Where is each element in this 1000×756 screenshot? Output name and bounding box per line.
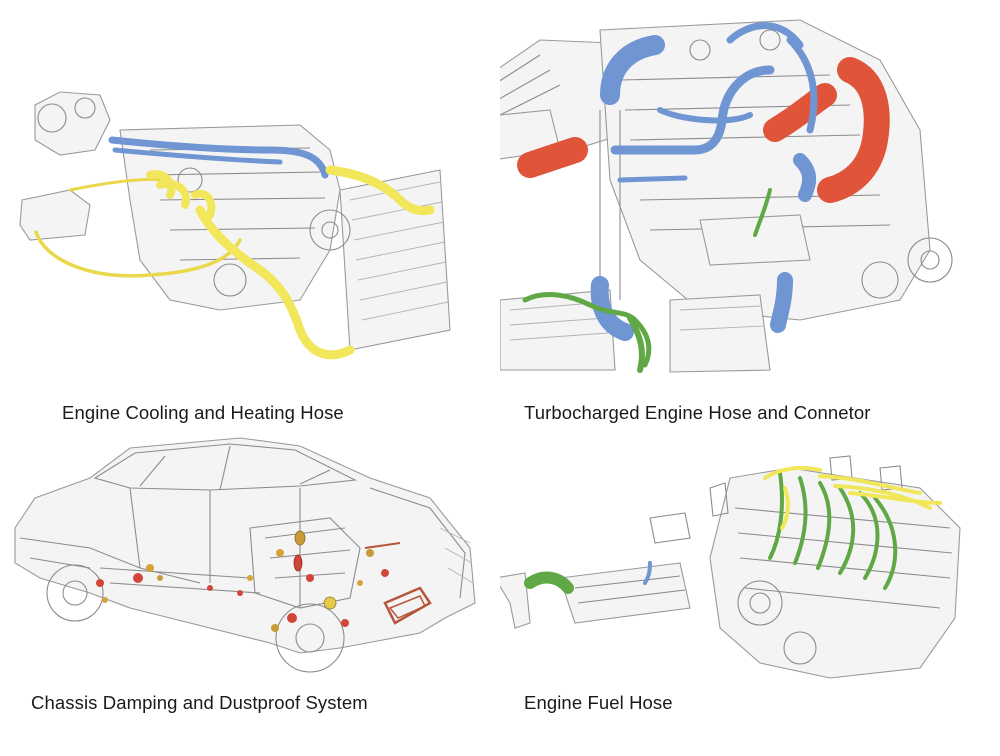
- cooling-hose-illustration: [19, 91, 451, 360]
- cooling-hose-panel: [0, 0, 500, 378]
- fuel-hose-panel: [500, 378, 1000, 756]
- caption-chassis-damping: Chassis Damping and Dustproof System: [31, 692, 368, 713]
- red-turbo-hoses: [517, 57, 890, 203]
- engine-block-outline: [500, 19, 953, 373]
- chassis-car-illustration: [14, 437, 476, 673]
- chassis-panel: [0, 378, 500, 756]
- fuel-hose-illustration: [500, 455, 961, 679]
- engine-block-outline: [19, 91, 451, 351]
- green-turbo-hoses: [522, 188, 772, 373]
- blue-fuel-hose: [643, 561, 652, 585]
- engine-block-outline: [500, 455, 961, 679]
- caption-fuel-hose: Engine Fuel Hose: [524, 692, 673, 713]
- blue-turbo-hoses: [590, 22, 818, 341]
- caption-cooling-hose: Engine Cooling and Heating Hose: [62, 402, 344, 423]
- green-fuel-hoses: [524, 471, 898, 594]
- caption-turbo-hose: Turbocharged Engine Hose and Connetor: [524, 402, 871, 423]
- yellow-fuel-hoses: [763, 466, 942, 530]
- yellow-coolant-hoses: [34, 165, 435, 360]
- engine-components: [96, 517, 432, 632]
- turbo-hose-illustration: [500, 19, 953, 373]
- turbo-hose-panel: [500, 0, 1000, 378]
- car-body-outline: [14, 437, 476, 673]
- blue-heater-hoses: [108, 136, 329, 179]
